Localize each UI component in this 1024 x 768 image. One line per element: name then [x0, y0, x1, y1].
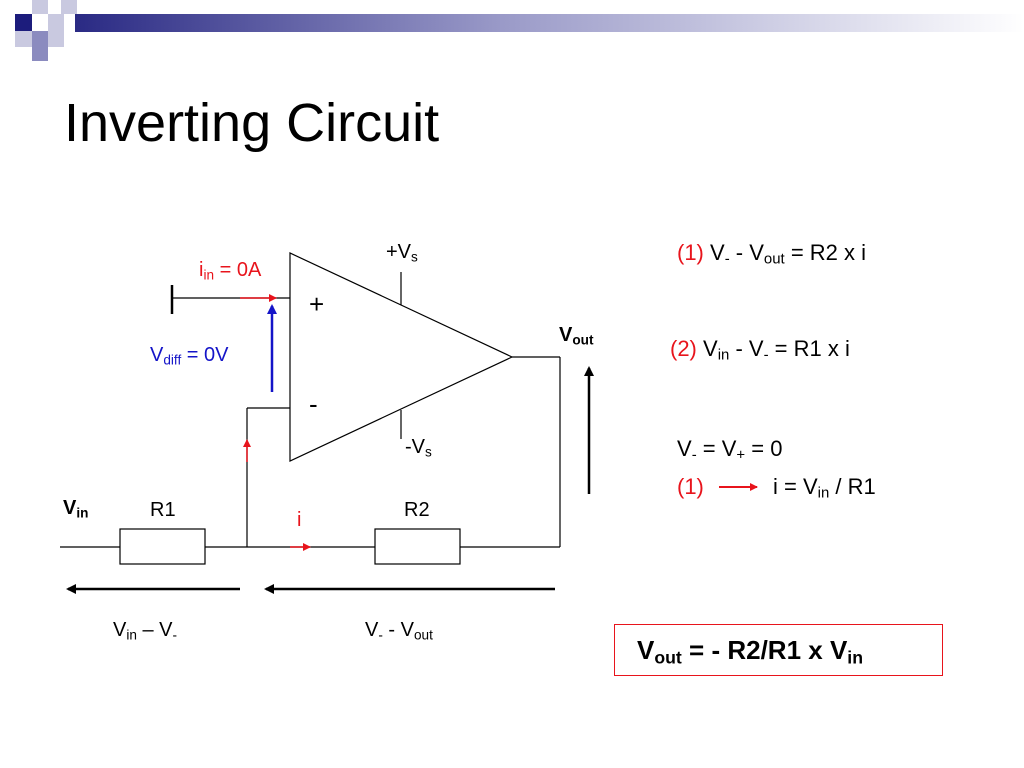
- supply-neg-label: -Vs: [405, 436, 432, 460]
- deco-square: [15, 14, 32, 31]
- minus-input-sign: -: [309, 389, 318, 419]
- equation-4-ref: (1): [677, 474, 704, 499]
- deco-square: [32, 31, 48, 47]
- vin-label: Vin: [63, 497, 89, 521]
- equation-2: (2) Vin - V- = R1 x i: [670, 336, 850, 364]
- iin-label: iin = 0A: [199, 259, 262, 283]
- deco-square: [15, 31, 32, 47]
- header-gradient-bar: [75, 14, 1024, 32]
- equation-4: i = Vin / R1: [773, 474, 876, 502]
- vout-label: Vout: [559, 324, 594, 348]
- plus-input-sign: +: [309, 289, 325, 319]
- deco-square: [61, 0, 77, 14]
- drop-r2-label: V- - Vout: [365, 619, 433, 643]
- deco-square: [32, 0, 48, 14]
- supply-pos-label: +Vs: [386, 241, 418, 265]
- r2-label: R2: [404, 499, 430, 521]
- r1-label: R1: [150, 499, 176, 521]
- deco-square: [48, 14, 64, 31]
- result-box: [614, 624, 943, 676]
- slide-title: Inverting Circuit: [64, 93, 440, 153]
- equation-1: (1) V- - Vout = R2 x i: [677, 240, 867, 268]
- vdiff-label: Vdiff = 0V: [150, 344, 229, 368]
- result-equation: Vout = - R2/R1 x Vin: [637, 635, 864, 668]
- resistor-r1: [119, 528, 206, 565]
- current-i-label: i: [297, 509, 302, 531]
- deco-square: [32, 47, 48, 61]
- deco-square: [48, 31, 64, 47]
- drop-r1-label: Vin – V-: [113, 619, 178, 643]
- header-decoration: [15, 0, 1024, 61]
- equation-3: V- = V+ = 0: [677, 436, 783, 464]
- resistor-r2: [374, 528, 461, 565]
